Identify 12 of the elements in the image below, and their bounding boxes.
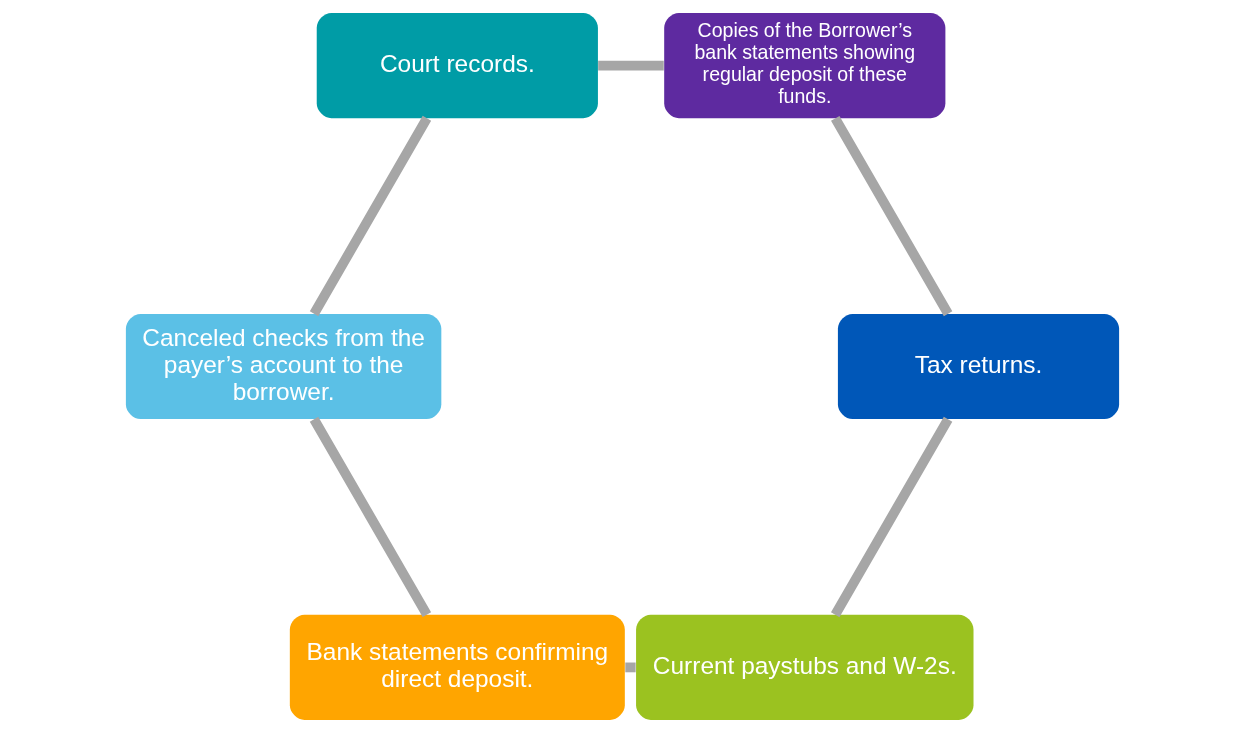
connector [598,60,664,71]
connector [309,115,432,317]
connector [625,662,636,673]
node-box: Current paystubs and W-2s. [636,614,974,720]
connector [831,115,953,317]
node-box: Court records. [316,13,598,119]
node-box: Canceled checks from the payer’s account to the borrower. [125,313,442,420]
node-box: Tax returns. [837,313,1120,420]
node-box: Copies of the Borrower’s bank statements showing regular deposit of these funds. [664,13,946,119]
node-box: Bank statements confirming direct deposit. [289,614,625,720]
connector [309,416,432,618]
connector [831,416,953,618]
